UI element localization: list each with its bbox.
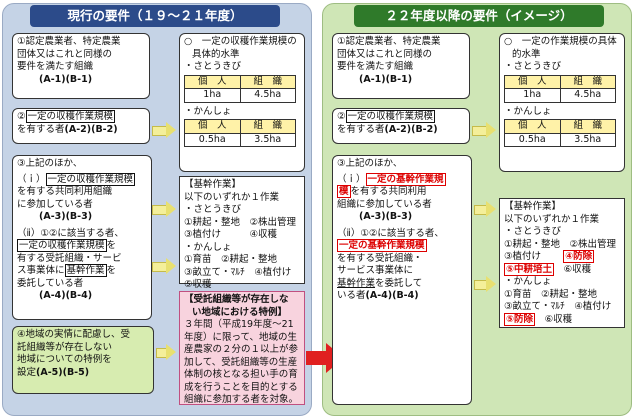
arrow-head-icon [166, 122, 176, 138]
end-arrow [306, 351, 326, 365]
arrow-head-icon [166, 258, 176, 274]
future-requirements-header: ２２年度以降の要件（イメージ） [354, 5, 604, 27]
arrow-left-3 [152, 262, 167, 272]
arrow-right-2 [474, 205, 487, 215]
arrow-head-icon [166, 344, 176, 360]
arrow-head-icon [166, 201, 176, 217]
arrow-left-4 [156, 348, 167, 358]
left-req-1: ①認定農業者、特定農業 団体又はこれと同様の 要件を満たす組織 (A-1)(B-… [12, 33, 150, 99]
left-req-3: ③上記のほか、 （ｉ）一定の収穫作業規模 を有する共同利用組織 に参加している者… [12, 155, 152, 320]
arrow-head-icon [486, 122, 496, 138]
right-req-3: ③上記のほか、 （ｉ）一定の基幹作業規 模を有する共同利用 組織に参加している者… [332, 155, 472, 405]
left-special-box: 【受託組織等が存在しな い地域における特例】 ３年間（平成19年度～21 年度）… [179, 291, 305, 405]
left-req-4: ④地域の実情に配慮し、受 託組織等が存在しない 地域についての特例を 設定(A-… [12, 326, 154, 394]
arrow-head-icon [486, 201, 496, 217]
arrow-right-1 [472, 126, 487, 136]
current-requirements-header: 現行の要件（１９～２１年度） [30, 5, 280, 27]
arrow-left-1 [152, 126, 167, 136]
left-core-work-box: 【基幹作業】 以下のいずれか１作業 ・さとうきび ①耕起・整地 ②株出管理 ③植… [179, 176, 305, 290]
arrow-left-2 [152, 205, 167, 215]
arrow-head-icon [486, 276, 496, 292]
arrow-right-3 [474, 280, 487, 290]
right-req-1: ①認定農業者、特定農業 団体又はこれと同様の 要件を満たす組織 (A-1)(B-… [332, 33, 470, 99]
right-core-work-box: 【基幹作業】 以下のいずれか１作業 ・さとうきび ①耕起・整地 ②株出管理 ③植… [499, 198, 625, 328]
